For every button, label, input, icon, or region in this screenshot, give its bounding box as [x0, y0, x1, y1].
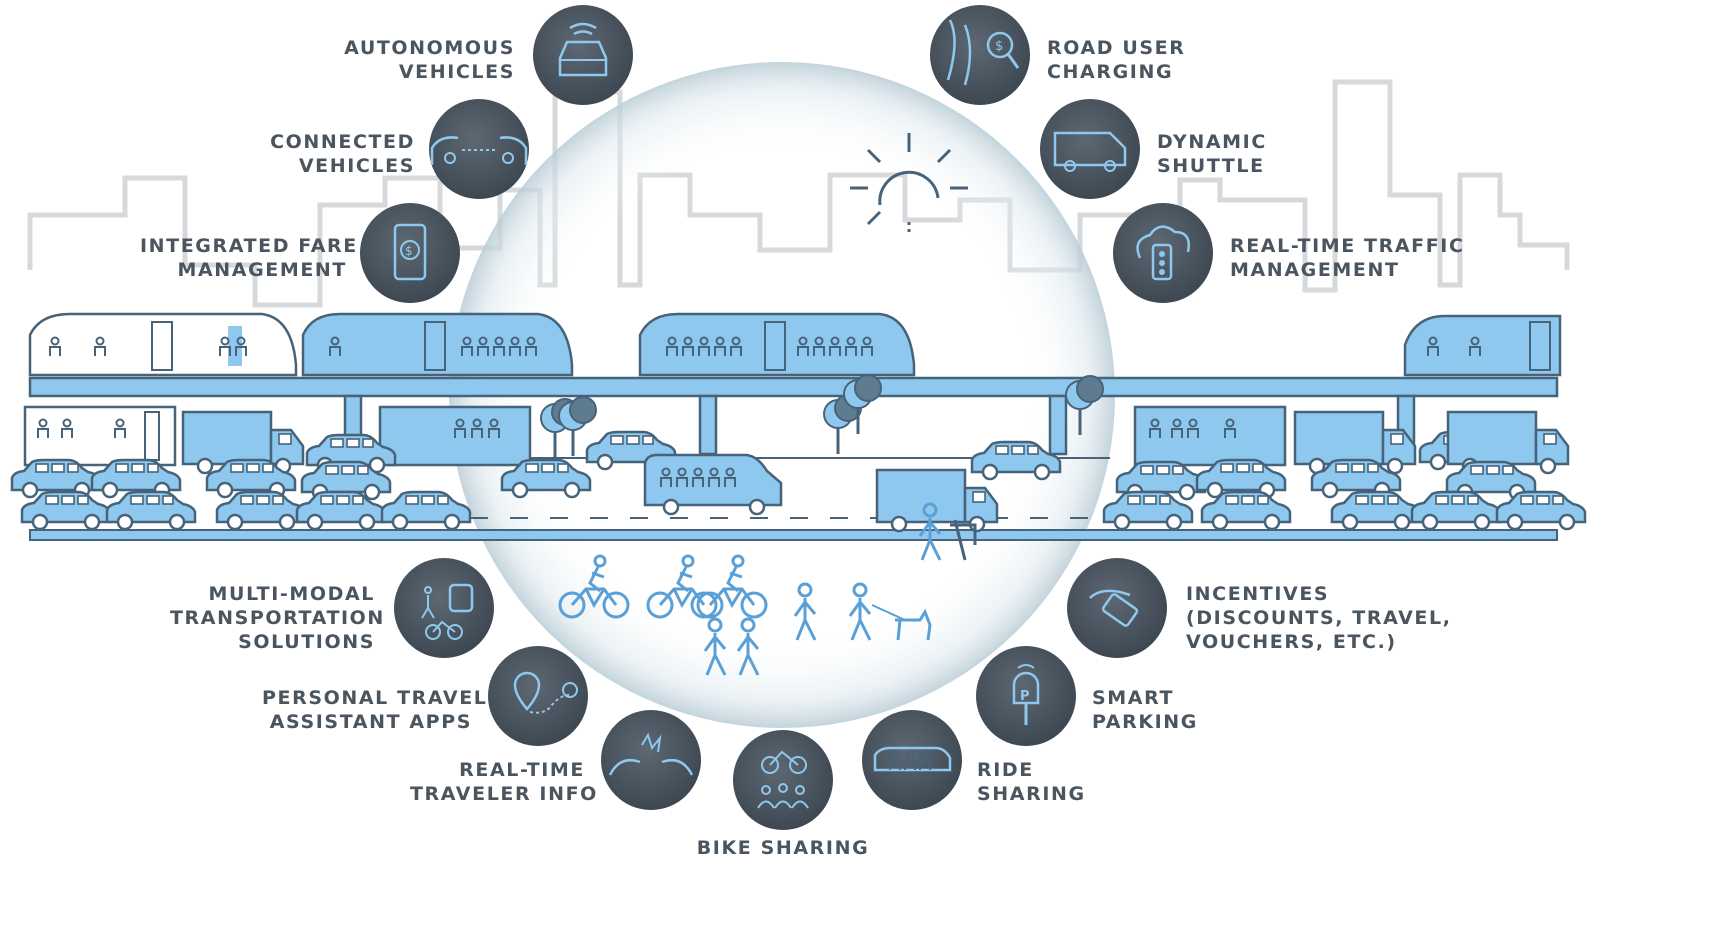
bike-people-icon [733, 730, 833, 830]
cyclists-and-pedestrians [558, 502, 977, 677]
road-dollar-icon: $ [930, 5, 1030, 105]
hand-card-icon [1067, 558, 1167, 658]
left-traffic [10, 405, 532, 531]
walk-train-bike-icon [394, 558, 494, 658]
crash-icon [601, 710, 701, 810]
rail-pillars [343, 394, 1416, 456]
road [29, 529, 1558, 541]
autonomous-vehicles-icon [533, 5, 633, 105]
label-bike-sharing: BIKE SHARING [696, 837, 870, 859]
monorail-train [301, 312, 574, 377]
connected-vehicles-icon [429, 99, 529, 199]
monorail-train [1403, 314, 1562, 377]
monorail-train [638, 312, 916, 377]
parking-meter-icon: P [976, 646, 1076, 746]
van-icon [1040, 99, 1140, 199]
label-incentives: INCENTIVES(DISCOUNTS, TRAVEL,VOUCHERS, E… [1186, 583, 1452, 653]
phone-dollar-icon: $ [360, 203, 460, 303]
map-pin-route-icon [488, 646, 588, 746]
sun-icon [850, 133, 968, 232]
cloud-traffic-light-icon [1113, 203, 1213, 303]
rail-beam [28, 376, 1559, 398]
monorail-train [28, 312, 298, 377]
ride-share-icon [862, 710, 962, 810]
svg-text:P: P [1020, 689, 1030, 704]
right-traffic [1102, 405, 1587, 531]
svg-text:$: $ [405, 244, 413, 258]
svg-text:$: $ [995, 39, 1003, 54]
middle-traffic [500, 430, 1062, 533]
